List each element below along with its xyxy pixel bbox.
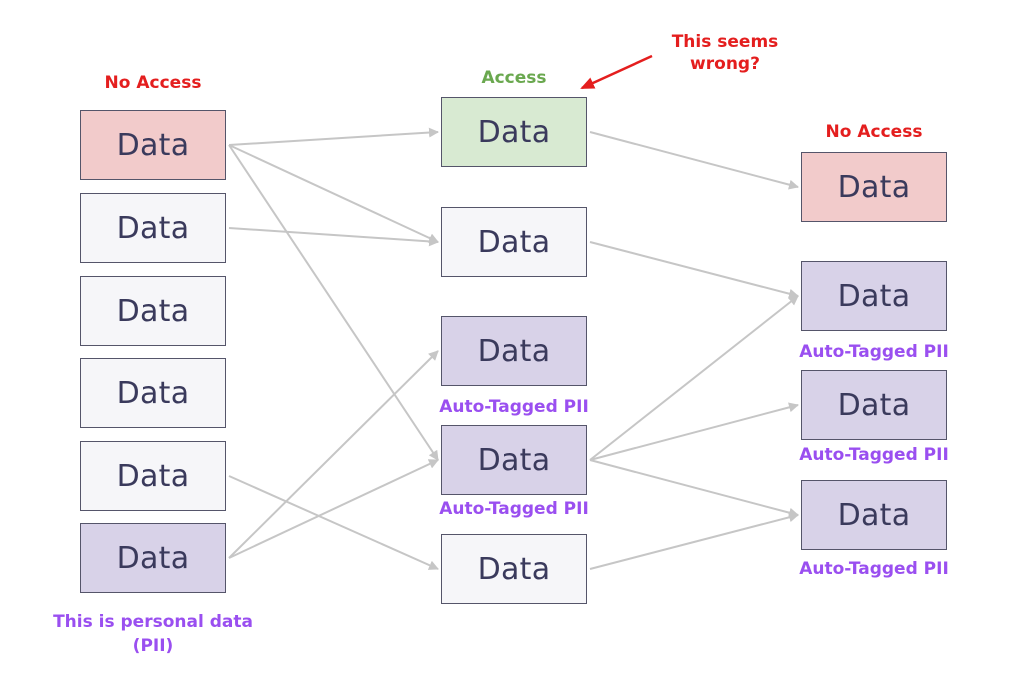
right-pii-tag-3: Auto-Tagged PII [799,559,949,579]
left-node-0[interactable]: Data [80,110,226,180]
edge-left5-to-middle2 [228,350,439,559]
edge-middle3-to-right2 [589,402,799,461]
callout-arrow [580,54,653,90]
edge-left1-to-middle1 [228,227,439,247]
middle-status-label: Access [481,68,547,88]
left-node-3[interactable]: Data [80,358,226,428]
middle-node-2[interactable]: Data [441,316,587,386]
right-node-2[interactable]: Data [801,370,947,440]
right-status-label: No Access [825,122,923,142]
callout-line2: wrong? [690,54,760,74]
right-pii-tag-2: Auto-Tagged PII [799,445,949,465]
edge-middle1-to-right1 [589,241,799,299]
callout-line1: This seems [671,32,779,52]
pii-note-line2: (PII) [132,636,174,656]
left-node-4[interactable]: Data [80,441,226,511]
edge-left0-to-middle0 [228,127,439,146]
edge-left4-to-middle4 [228,475,439,570]
left-node-2[interactable]: Data [80,276,226,346]
middle-node-3[interactable]: Data [441,425,587,495]
pii-note-line1: This is personal data [53,612,253,632]
middle-node-1[interactable]: Data [441,207,587,277]
middle-node-0[interactable]: Data [441,97,587,167]
edge-middle3-to-right3 [589,459,799,518]
left-node-5[interactable]: Data [80,523,226,593]
edge-left5-to-middle3 [228,459,439,559]
left-status-label: No Access [104,73,202,93]
right-node-1[interactable]: Data [801,261,947,331]
edge-middle0-to-right0 [589,131,799,190]
edge-left0-to-middle3 [228,144,439,461]
right-pii-tag-1: Auto-Tagged PII [799,342,949,362]
middle-pii-tag-3: Auto-Tagged PII [439,499,589,519]
middle-node-4[interactable]: Data [441,534,587,604]
left-node-1[interactable]: Data [80,193,226,263]
right-node-3[interactable]: Data [801,480,947,550]
right-node-0[interactable]: Data [801,152,947,222]
edge-left0-to-middle1 [228,144,439,243]
middle-pii-tag-2: Auto-Tagged PII [439,397,589,417]
edge-middle4-to-right3 [589,512,799,570]
edge-middle3-to-right1 [589,295,799,461]
